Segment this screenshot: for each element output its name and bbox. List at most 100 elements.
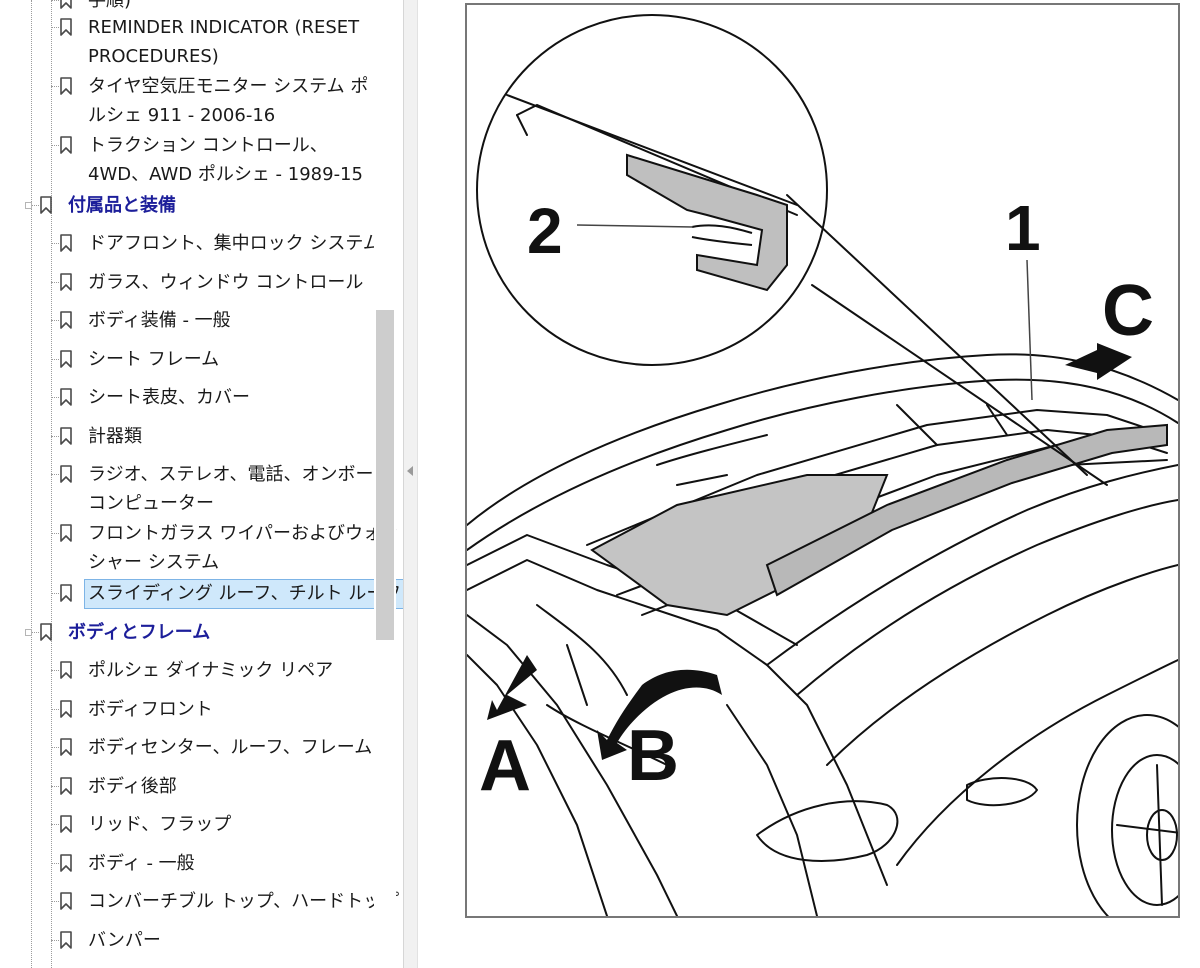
bookmark-label-line: 計器類 [88, 426, 142, 447]
bookmark-item[interactable]: タイヤ空気圧モニター システム ポルシェ 911 - 2006-16 [0, 72, 374, 130]
bookmark-label: ボディセンター、ルーフ、フレーム [88, 733, 372, 762]
bookmark-label-line: 付属品と装備 [68, 195, 176, 216]
expand-toggle-icon[interactable] [25, 202, 32, 209]
bookmark-icon [40, 196, 52, 214]
document-viewer: 1 2 A B C [419, 0, 1200, 968]
bookmark-label-line: ルシェ 911 - 2006-16 [88, 105, 276, 126]
bookmark-label: フロントガラス ワイパーおよびウォッシャー システム [88, 519, 399, 577]
bookmark-item[interactable]: ポルシェ ダイナミック リペア [0, 656, 374, 685]
tree-connector [51, 786, 59, 787]
tree-connector [51, 436, 59, 437]
bookmark-icon [60, 136, 72, 154]
tree-connector [51, 474, 59, 475]
bookmark-label: タイヤ空気圧モニター システム ポルシェ 911 - 2006-16 [88, 72, 368, 130]
bookmark-label: コンバーチブル トップ、ハードトップ [88, 887, 399, 916]
bookmark-item[interactable]: ラジオ、ステレオ、電話、オンボードコンピューター [0, 460, 391, 518]
bookmark-label-line: ラジオ、ステレオ、電話、オンボード [88, 464, 392, 485]
collapse-arrow-icon[interactable] [407, 466, 413, 476]
bookmark-item[interactable]: バンパー [0, 926, 374, 955]
sidebar-scrollbar[interactable] [374, 0, 396, 968]
callout-c: C [1102, 271, 1154, 351]
bookmark-label-line: シート フレーム [88, 349, 220, 370]
bookmark-icon [60, 584, 72, 602]
bookmark-label-line: ボディ後部 [88, 776, 177, 797]
bookmark-item[interactable]: トラクション コントロール、 4WD、AWD ポルシェ - 1989-15 [0, 131, 374, 189]
bookmark-label: ボディ - 一般 [88, 849, 195, 878]
bookmark-icon [40, 623, 52, 641]
bookmark-label: 手順) [88, 0, 131, 15]
bookmark-label: スライディング ルーフ、チルト ルーフ [84, 579, 403, 609]
bookmark-icon [60, 234, 72, 252]
tree-connector [31, 632, 39, 633]
bookmark-item[interactable]: ガラス、ウィンドウ コントロール [0, 268, 374, 297]
bookmark-label-line: コンピューター [88, 493, 214, 514]
bookmark-item[interactable]: ボディ装備 - 一般 [0, 306, 374, 335]
bookmark-icon [60, 273, 72, 291]
tree-connector [51, 27, 59, 28]
bookmark-item[interactable]: シート表皮、カバー [0, 383, 374, 412]
bookmark-label-line: フロントガラス ワイパーおよびウォッ [88, 523, 399, 544]
tree-connector [51, 940, 59, 941]
bookmark-item[interactable]: シート フレーム [0, 345, 374, 374]
bookmark-label: シート表皮、カバー [88, 383, 250, 412]
bookmark-item[interactable]: 手順) [0, 0, 374, 15]
bookmark-group[interactable]: 付属品と装備 [0, 191, 374, 220]
bookmark-item[interactable]: ボディフロント [0, 695, 374, 724]
sunroof-diagram: 1 2 A B C [465, 3, 1180, 918]
bookmark-item[interactable]: スライディング ルーフ、チルト ルーフ [0, 579, 403, 609]
bookmark-label-line: 4WD、AWD ポルシェ - 1989-15 [88, 164, 363, 185]
bookmark-icon [60, 738, 72, 756]
callout-a: A [479, 726, 531, 806]
bookmark-label: ボディフロント [88, 695, 213, 724]
bookmark-label: ラジオ、ステレオ、電話、オンボードコンピューター [88, 460, 391, 518]
bookmark-item[interactable]: ボディセンター、ルーフ、フレーム [0, 733, 374, 762]
tree-connector [51, 901, 59, 902]
tree-connector [51, 747, 59, 748]
bookmark-label: ドアフロント、集中ロック システム [88, 229, 381, 258]
bookmark-label-line: トラクション コントロール、 [88, 135, 328, 156]
bookmark-label: ポルシェ ダイナミック リペア [88, 656, 333, 685]
callout-2: 2 [527, 195, 563, 267]
bookmark-label: リッド、フラップ [88, 810, 231, 839]
tree-connector [51, 0, 59, 1]
bookmark-label-line: スライディング ルーフ、チルト ルーフ [88, 583, 402, 604]
bookmark-label: 付属品と装備 [68, 191, 176, 220]
bookmark-icon [60, 18, 72, 36]
bookmark-icon [60, 0, 72, 9]
tree-connector [31, 205, 39, 206]
expand-toggle-icon[interactable] [25, 629, 32, 636]
bookmark-item[interactable]: ドアフロント、集中ロック システム [0, 229, 381, 258]
bookmark-label-line: ボディ - 一般 [88, 853, 195, 874]
tree-guide-line [51, 0, 52, 968]
tree-connector [51, 282, 59, 283]
scrollbar-thumb[interactable] [376, 310, 394, 640]
bookmark-icon [60, 777, 72, 795]
bookmark-label-line: ボディフロント [88, 699, 213, 720]
bookmark-label-line: リッド、フラップ [88, 814, 232, 835]
bookmark-group[interactable]: ボディとフレーム [0, 618, 374, 647]
bookmark-item[interactable]: コンバーチブル トップ、ハードトップ [0, 887, 399, 916]
panel-splitter[interactable] [403, 0, 418, 968]
bookmark-label: バンパー [88, 926, 161, 955]
bookmark-item[interactable]: リッド、フラップ [0, 810, 374, 839]
bookmark-item[interactable]: フロントガラス ワイパーおよびウォッシャー システム [0, 519, 399, 577]
bookmark-label-line: REMINDER INDICATOR (RESET [88, 17, 360, 38]
bookmark-item[interactable]: ボディ後部 [0, 772, 374, 801]
tree-connector [51, 359, 59, 360]
bookmark-label-line: ガラス、ウィンドウ コントロール [88, 272, 364, 293]
bookmark-item[interactable]: 計器類 [0, 422, 374, 451]
bookmark-icon [60, 892, 72, 910]
bookmark-icon [60, 854, 72, 872]
bookmark-icon [60, 427, 72, 445]
bookmark-icon [60, 350, 72, 368]
bookmark-icon [60, 700, 72, 718]
bookmark-icon [60, 661, 72, 679]
bookmark-label: ガラス、ウィンドウ コントロール [88, 268, 363, 297]
bookmark-icon [60, 524, 72, 542]
bookmark-icon [60, 388, 72, 406]
bookmark-icon [60, 815, 72, 833]
bookmark-item[interactable]: ボディ - 一般 [0, 849, 374, 878]
bookmark-label-line: シャー システム [88, 552, 220, 573]
